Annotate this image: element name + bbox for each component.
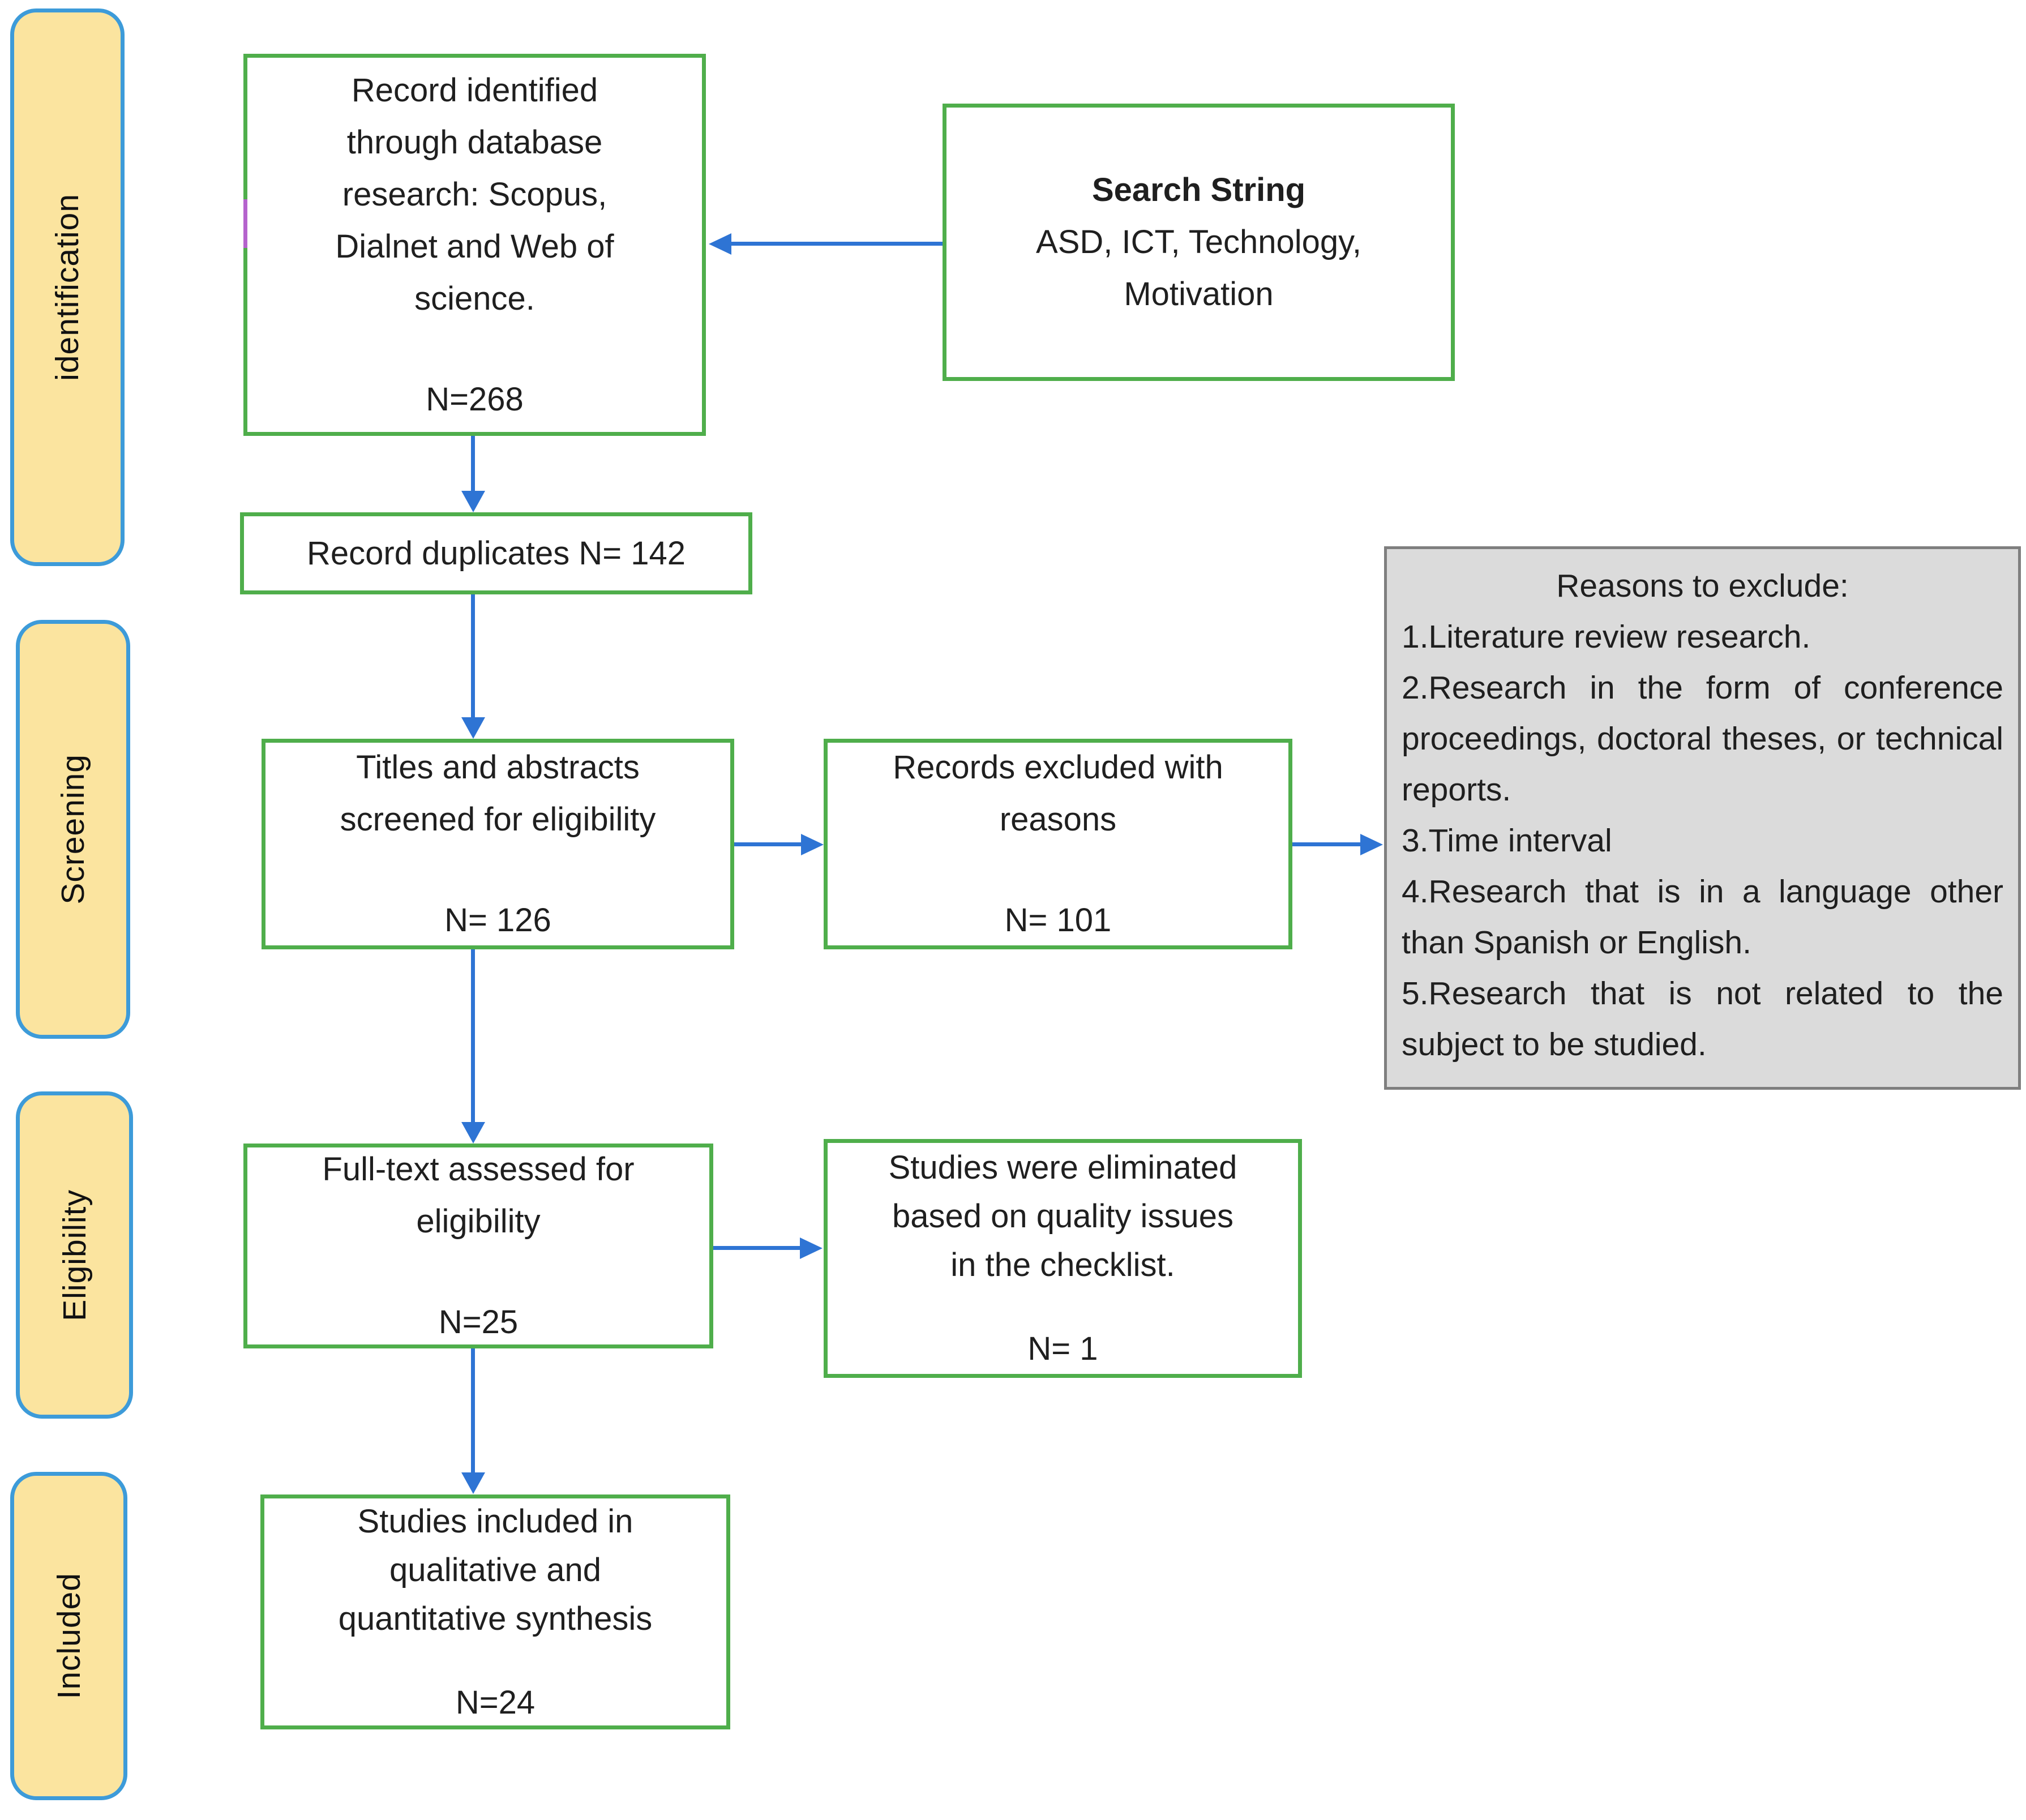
magenta-border-artifact: [243, 199, 247, 248]
records-excluded-count: N= 101: [1004, 902, 1112, 939]
reason-item: 5.Research that is not related to the su…: [1402, 975, 2003, 1063]
arrow-titles-to-excluded-head: [801, 834, 824, 855]
studies-eliminated-line: based on quality issues: [892, 1198, 1233, 1235]
arrow-searchstring-to-identified-head: [709, 233, 731, 255]
search-string-title: Search String: [1091, 172, 1306, 208]
reason-item: 4.Research that is in a language other t…: [1402, 873, 2003, 961]
titles-abstracts-line: screened for eligibility: [340, 801, 656, 838]
arrow-excluded-to-reasons-line: [1292, 842, 1363, 846]
search-string-line: ASD, ICT, Technology,: [1036, 224, 1361, 260]
arrow-fulltext-to-eliminated-line: [713, 1246, 802, 1250]
records-identified-box: Record identified through database resea…: [243, 54, 706, 436]
studies-eliminated-line: Studies were eliminated: [888, 1149, 1237, 1186]
titles-abstracts-line: Titles and abstracts: [356, 749, 640, 786]
arrow-duplicates-to-titles-line: [471, 594, 475, 719]
records-identified-count: N=268: [426, 380, 524, 418]
studies-included-line: qualitative and: [389, 1551, 602, 1588]
arrow-fulltext-to-included-line: [471, 1348, 475, 1474]
search-string-box: Search String ASD, ICT, Technology, Moti…: [943, 104, 1455, 381]
arrow-titles-to-fulltext-head: [461, 1122, 485, 1144]
record-duplicates-text: Record duplicates N= 142: [306, 534, 686, 572]
arrow-excluded-to-reasons-head: [1360, 834, 1383, 855]
studies-included-line: quantitative synthesis: [338, 1600, 653, 1637]
arrow-duplicates-to-titles-head: [461, 717, 485, 739]
search-string-line: Motivation: [1124, 276, 1274, 312]
stage-included: Included: [10, 1472, 127, 1800]
reason-item: 2.Research in the form of conference pro…: [1402, 670, 2003, 808]
stage-screening: Screening: [16, 620, 130, 1039]
records-identified-line: through database: [346, 123, 603, 161]
stage-included-label: Included: [50, 1573, 87, 1699]
arrow-identified-to-duplicates-line: [471, 436, 475, 493]
stage-screening-label: Screening: [55, 754, 91, 905]
studies-included-count: N=24: [455, 1684, 536, 1721]
records-excluded-line: Records excluded with: [893, 749, 1223, 786]
records-excluded-line: reasons: [999, 801, 1117, 838]
records-identified-line: Record identified: [351, 71, 598, 109]
records-identified-line: science.: [414, 280, 535, 317]
record-duplicates-box: Record duplicates N= 142: [240, 512, 752, 594]
records-excluded-box: Records excluded with reasons N= 101: [824, 739, 1292, 949]
studies-included-line: Studies included in: [357, 1502, 633, 1540]
records-identified-line: research: Scopus,: [342, 175, 607, 213]
stage-identification: identification: [10, 8, 125, 566]
full-text-count: N=25: [438, 1304, 519, 1341]
full-text-line: eligibility: [416, 1203, 541, 1240]
arrow-fulltext-to-included-head: [461, 1472, 485, 1494]
titles-abstracts-box: Titles and abstracts screened for eligib…: [262, 739, 734, 949]
full-text-box: Full-text assessed for eligibility N=25: [243, 1144, 713, 1348]
arrow-fulltext-to-eliminated-head: [800, 1237, 823, 1259]
reasons-title: Reasons to exclude:: [1556, 568, 1849, 604]
records-identified-line: Dialnet and Web of: [335, 228, 614, 265]
stage-eligibility-label: Eligibility: [56, 1189, 93, 1321]
titles-abstracts-count: N= 126: [444, 902, 551, 939]
studies-included-box: Studies included in qualitative and quan…: [260, 1494, 730, 1729]
reason-item: 3.Time interval: [1402, 823, 1612, 859]
studies-eliminated-line: in the checklist.: [950, 1247, 1175, 1283]
arrow-identified-to-duplicates-head: [461, 491, 485, 512]
stage-eligibility: Eligibility: [16, 1091, 133, 1419]
reasons-to-exclude-box: Reasons to exclude: 1.Literature review …: [1384, 546, 2021, 1090]
arrow-titles-to-fulltext-line: [471, 949, 475, 1124]
full-text-line: Full-text assessed for: [322, 1151, 635, 1188]
arrow-titles-to-excluded-line: [734, 842, 803, 846]
studies-eliminated-box: Studies were eliminated based on quality…: [824, 1139, 1302, 1378]
reason-item: 1.Literature review research.: [1402, 619, 1811, 655]
arrow-searchstring-to-identified-line: [729, 242, 943, 246]
studies-eliminated-count: N= 1: [1027, 1330, 1098, 1367]
stage-identification-label: identification: [49, 194, 85, 381]
